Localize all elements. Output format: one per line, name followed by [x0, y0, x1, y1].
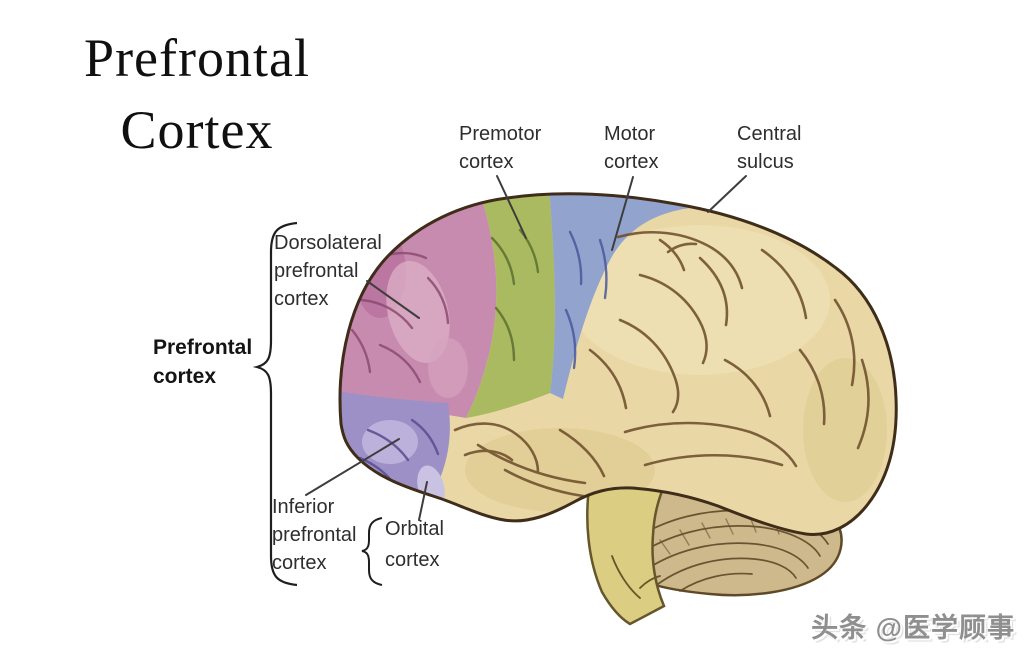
brace-prefrontal: [252, 221, 298, 587]
label-orbital-line2: cortex: [385, 549, 440, 571]
label-inferior-line3: cortex: [272, 552, 327, 574]
brainstem-crease: [611, 555, 661, 599]
leader-line-orbital: [418, 481, 428, 521]
label-dorsolateral-line1: Dorsolateral: [274, 232, 382, 254]
pink-highlight-2: [428, 338, 468, 398]
label-motor-line2: cortex: [604, 151, 659, 173]
gyri-lines-green: [490, 228, 540, 362]
label-orbital-cortex: Orbital cortex: [385, 514, 444, 576]
diagram-title-line2: Cortex: [120, 100, 274, 160]
label-orbital-line1: Orbital: [385, 518, 444, 540]
leader-line-central-sulcus: [707, 175, 747, 213]
diagram-title-line1: Prefrontal: [84, 28, 310, 88]
cortex-highlight: [570, 225, 830, 375]
brace-orbital: [361, 517, 383, 586]
label-prefrontal-cortex: Prefrontal cortex: [153, 333, 252, 391]
label-inferior-line1: Inferior: [272, 496, 335, 518]
premotor-region: [466, 193, 555, 418]
cortex-shadow-right: [803, 358, 887, 502]
leader-line-motor: [611, 176, 634, 251]
label-premotor-line1: Premotor: [459, 123, 542, 145]
gyri-lines-blue: [564, 230, 608, 370]
label-dorsolateral-line2: prefrontal: [274, 260, 359, 282]
label-prefrontal-line1: Prefrontal: [153, 336, 253, 359]
leader-line-premotor: [496, 175, 527, 239]
diagram-title: Prefrontal Cortex: [52, 22, 342, 166]
leader-line-inferior: [305, 438, 400, 496]
gyri-lines-tan: [453, 231, 870, 535]
label-prefrontal-line2: cortex: [153, 365, 217, 388]
label-inferior-line2: prefrontal: [272, 524, 357, 546]
watermark-text: 头条 @医学顾事: [811, 613, 1015, 643]
motor-region: [549, 193, 700, 399]
leader-line-dorsolateral: [366, 280, 420, 319]
leader-lines: [305, 175, 747, 521]
label-central-sulcus: Central sulcus: [737, 120, 801, 176]
label-premotor-cortex: Premotor cortex: [459, 120, 541, 176]
label-dorsolateral-prefrontal-cortex: Dorsolateral prefrontal cortex: [274, 229, 382, 313]
label-motor-cortex: Motor cortex: [604, 120, 658, 176]
label-motor-line1: Motor: [604, 123, 656, 145]
label-central-line1: Central: [737, 123, 802, 145]
label-dorsolateral-line3: cortex: [274, 288, 329, 310]
label-premotor-line2: cortex: [459, 151, 514, 173]
label-inferior-prefrontal-cortex: Inferior prefrontal cortex: [272, 493, 357, 577]
label-central-line2: sulcus: [737, 151, 794, 173]
